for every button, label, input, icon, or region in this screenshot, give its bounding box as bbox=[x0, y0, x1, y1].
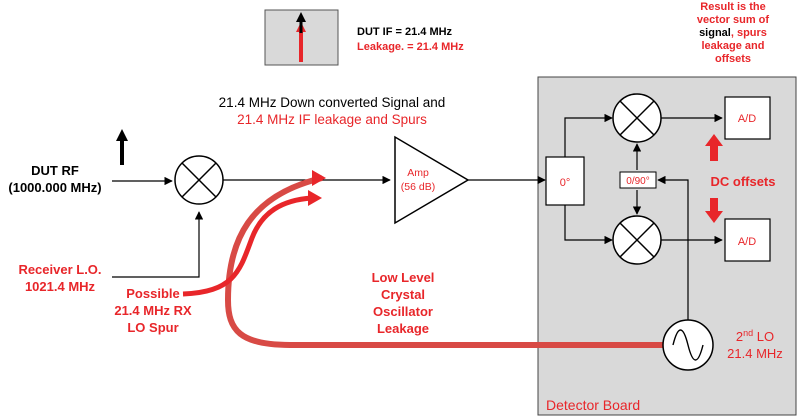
second-lo-oscillator bbox=[662, 319, 714, 371]
lo-spur-line2: 21.4 MHz RX bbox=[114, 303, 192, 318]
splitter-to-bottom-mixer bbox=[564, 205, 613, 245]
result-note-line5: offsets bbox=[715, 53, 751, 65]
leakage-arrowhead bbox=[312, 170, 326, 186]
second-lo-prefix: 2 bbox=[736, 329, 743, 344]
leakage-label-line2: Crystal bbox=[381, 287, 425, 302]
lo-spur-line3: LO Spur bbox=[127, 320, 178, 335]
second-lo-label: 2nd LO bbox=[736, 328, 774, 344]
dc-offset-down-arrowhead bbox=[705, 211, 723, 223]
downconverted-line1: 21.4 MHz Down converted Signal and bbox=[219, 95, 446, 110]
leakage-path bbox=[224, 175, 663, 348]
adc-bottom bbox=[724, 218, 771, 262]
splitter bbox=[545, 156, 585, 206]
dc-offset-up-arrowhead bbox=[705, 134, 723, 146]
detector-board-label: Detector Board bbox=[546, 397, 640, 413]
dc-offset-up-shaft bbox=[710, 144, 718, 161]
lo-spur-path bbox=[182, 195, 313, 297]
result-note-spurs: , spurs bbox=[731, 27, 767, 39]
phase-shifter-label: 0/90° bbox=[626, 176, 649, 187]
leakage-label-line1: Low Level bbox=[372, 270, 435, 285]
first-mixer bbox=[174, 155, 224, 205]
second-lo-freq: 21.4 MHz bbox=[727, 346, 783, 361]
result-note-line1: Result is the bbox=[700, 1, 765, 13]
second-lo-superscript: nd bbox=[743, 328, 753, 338]
second-lo-suffix: LO bbox=[753, 329, 774, 344]
dut-rf-spectrum-arrowhead bbox=[116, 129, 128, 141]
dut-rf-label: DUT RF bbox=[31, 163, 79, 178]
amplifier-gain: (56 dB) bbox=[401, 181, 435, 193]
amplifier bbox=[394, 135, 470, 225]
q-mixer bbox=[612, 215, 662, 265]
legend: DUT IF = 21.4 MHz Leakage. = 21.4 MHz bbox=[264, 9, 464, 66]
lo-spur-arrowhead bbox=[308, 190, 322, 206]
dc-offset-down-shaft bbox=[710, 198, 718, 213]
result-note-signal: signal bbox=[699, 27, 731, 39]
adc-top bbox=[724, 96, 771, 140]
result-note-line4: leakage and bbox=[702, 40, 765, 52]
downconverted-line2: 21.4 MHz IF leakage and Spurs bbox=[237, 112, 427, 127]
legend-signal-arrowhead bbox=[296, 12, 306, 22]
phase-shifter bbox=[619, 171, 657, 189]
legend-leakage: Leakage. = 21.4 MHz bbox=[357, 41, 464, 53]
dut-rf-freq: (1000.000 MHz) bbox=[8, 180, 101, 195]
adc-bottom-label: A/D bbox=[738, 236, 756, 248]
lo-spur-line1: Possible bbox=[126, 286, 179, 301]
result-note-line2: vector sum of bbox=[697, 14, 769, 26]
splitter-to-top-mixer bbox=[564, 113, 613, 157]
result-note: Result is the vector sum of signal, spur… bbox=[697, 1, 769, 65]
result-note-line3: signal, spurs bbox=[699, 27, 767, 39]
second-lo-to-phase bbox=[657, 175, 689, 320]
receiver-lo-label: Receiver L.O. bbox=[18, 262, 101, 277]
leakage-label-line4: Leakage bbox=[377, 321, 429, 336]
adc-top-label: A/D bbox=[738, 113, 756, 125]
leakage-label-line3: Oscillator bbox=[373, 304, 433, 319]
receiver-lo-freq: 1021.4 MHz bbox=[25, 279, 96, 294]
splitter-label: 0° bbox=[560, 177, 571, 189]
receiver-lo-line bbox=[112, 211, 204, 278]
amplifier-label: Amp bbox=[407, 167, 429, 179]
legend-dut-if: DUT IF = 21.4 MHz bbox=[357, 26, 453, 38]
i-mixer bbox=[612, 93, 662, 143]
dc-offsets-label: DC offsets bbox=[710, 174, 775, 189]
